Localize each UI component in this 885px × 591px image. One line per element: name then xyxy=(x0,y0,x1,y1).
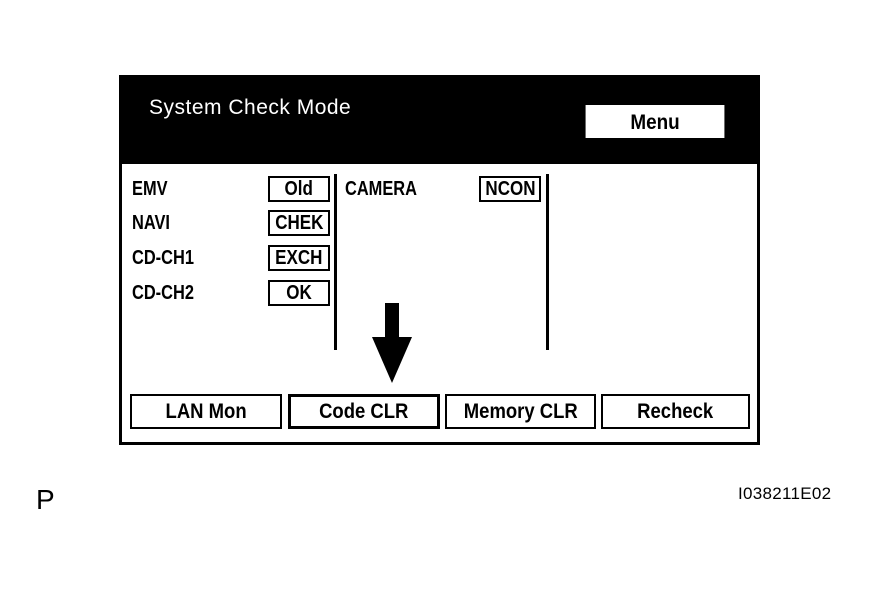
device-label-cd-ch2: CD-CH2 xyxy=(132,282,194,304)
arrow-down-icon xyxy=(372,303,412,383)
figure-code: I038211E02 xyxy=(738,484,832,503)
device-status-cd-ch2-text: OK xyxy=(286,282,312,304)
lan-mon-button-label: LAN Mon xyxy=(165,400,247,423)
device-label-camera: CAMERA xyxy=(345,178,417,200)
device-status-emv[interactable]: Old xyxy=(268,176,330,202)
code-clr-button[interactable]: Code CLR xyxy=(288,394,440,429)
device-label-navi: NAVI xyxy=(132,212,170,234)
memory-clr-button[interactable]: Memory CLR xyxy=(445,394,596,429)
device-status-navi-text: CHEK xyxy=(274,212,324,234)
lan-mon-button[interactable]: LAN Mon xyxy=(130,394,282,429)
device-status-emv-text: Old xyxy=(284,178,314,200)
device-label-emv: EMV xyxy=(132,178,168,200)
code-clr-button-label: Code CLR xyxy=(319,400,409,423)
device-status-cd-ch2[interactable]: OK xyxy=(268,280,330,306)
recheck-button[interactable]: Recheck xyxy=(601,394,750,429)
device-status-camera[interactable]: NCON xyxy=(479,176,541,202)
header-bar: System Check Mode Menu xyxy=(122,78,757,164)
device-status-cd-ch1-text: EXCH xyxy=(275,247,323,269)
system-check-screen: System Check Mode Menu EMV Old NAVI CHEK… xyxy=(119,75,760,445)
corner-letter: P xyxy=(36,484,55,515)
device-label-cd-ch1: CD-CH1 xyxy=(132,247,194,269)
device-status-navi[interactable]: CHEK xyxy=(268,210,330,236)
device-status-cd-ch1[interactable]: EXCH xyxy=(268,245,330,271)
recheck-button-label: Recheck xyxy=(637,400,714,423)
device-status-camera-text: NCON xyxy=(485,178,536,200)
menu-button[interactable]: Menu xyxy=(585,105,725,138)
page-title: System Check Mode xyxy=(149,96,352,119)
memory-clr-button-label: Memory CLR xyxy=(463,400,578,423)
column-divider-left xyxy=(334,174,337,350)
column-divider-right xyxy=(546,174,549,350)
